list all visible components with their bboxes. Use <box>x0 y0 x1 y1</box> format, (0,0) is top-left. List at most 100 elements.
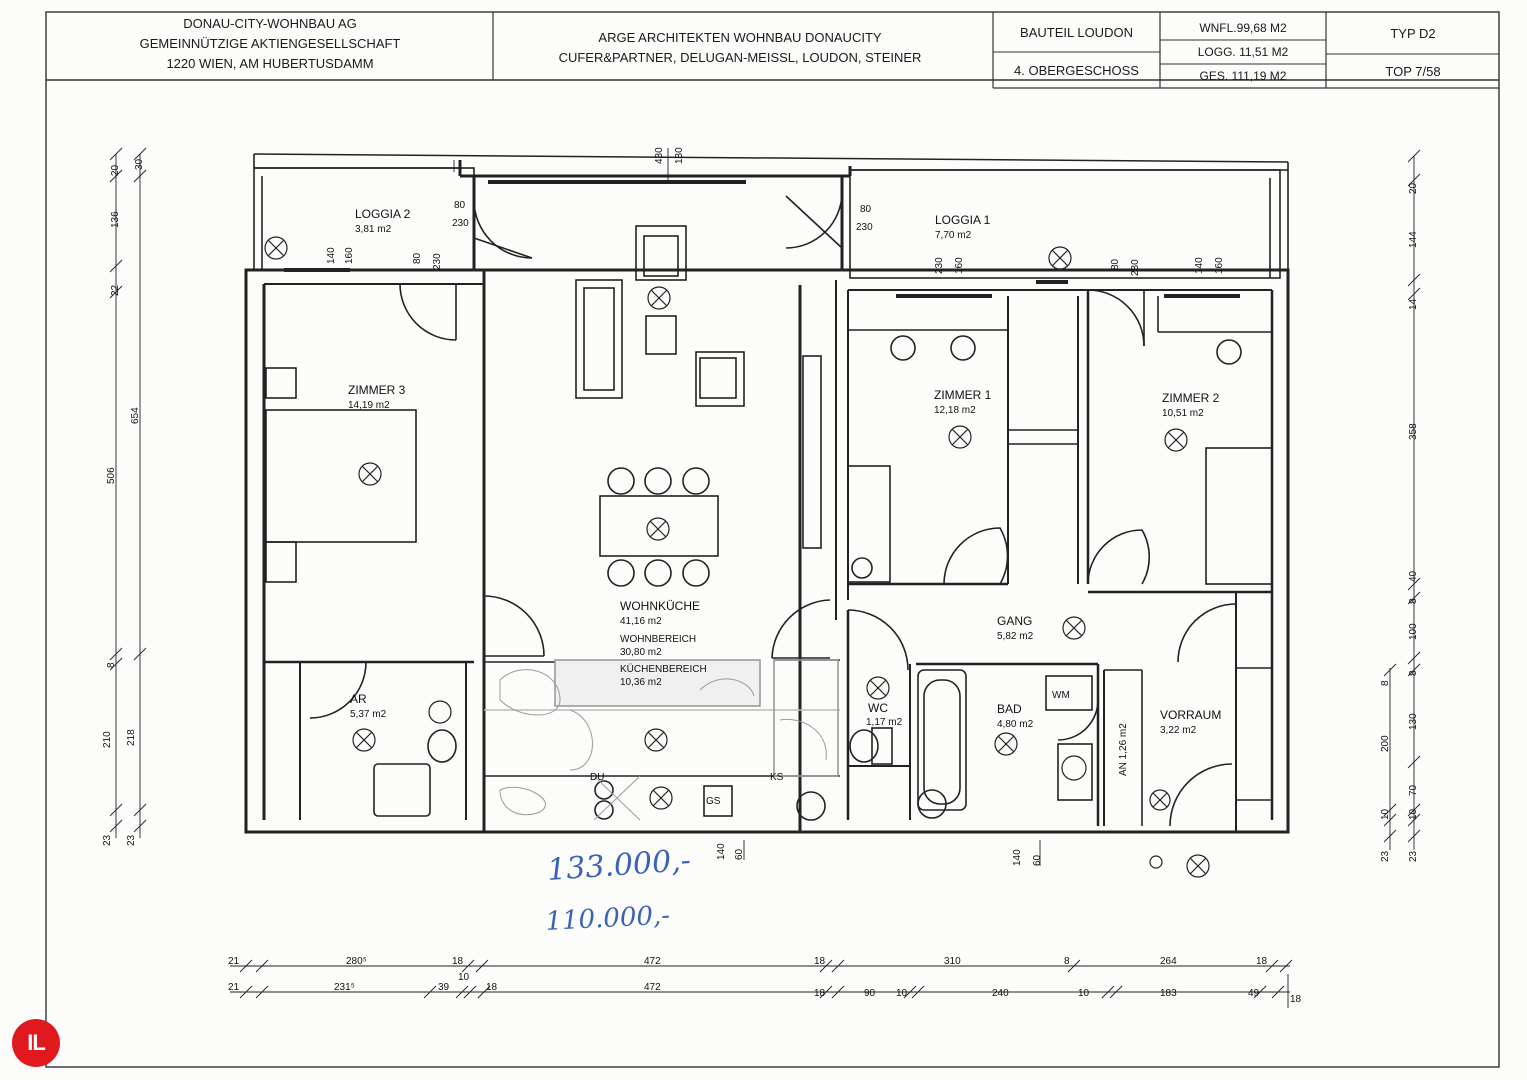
zimmer2-area: 10,51 m2 <box>1162 408 1204 419</box>
dim-b2-472: 472 <box>644 982 661 993</box>
an-label: AN 1,26 m2 <box>1118 723 1129 776</box>
dim-b2-183: 183 <box>1160 988 1177 999</box>
dim-right-8b: 8 <box>1408 670 1419 676</box>
dim-top-430: 430 <box>654 147 665 164</box>
dim-z2-160: 160 <box>1214 257 1225 274</box>
kuechenbereich-label: KÜCHENBEREICH <box>620 663 707 675</box>
total-area: GES. 111,19 M2 <box>1199 69 1287 83</box>
dim-right-100: 100 <box>1408 623 1419 640</box>
zimmer2-label: ZIMMER 2 <box>1162 391 1220 405</box>
dim-b2-49: 49 <box>1248 988 1260 999</box>
zimmer3-label: ZIMMER 3 <box>348 383 406 397</box>
dim-b2-18a: 18 <box>486 982 498 993</box>
dim-b2-231: 231⁵ <box>334 982 355 993</box>
dim-loggia1-230: 230 <box>856 222 873 233</box>
dim-right-inner-8: 8 <box>1380 680 1391 686</box>
handwritten-price-1: 133.000,- <box>546 843 692 888</box>
dim-left-506: 506 <box>106 467 117 484</box>
dim-b2-10b: 10 <box>896 988 908 999</box>
dim-b2-39: 39 <box>438 982 450 993</box>
dim-bottom-60a: 60 <box>734 848 745 860</box>
dim-right-inner-200: 200 <box>1380 735 1391 752</box>
dim-loggia2-230: 230 <box>452 218 469 229</box>
owner-line-1: DONAU-CITY-WOHNBAU AG <box>183 16 357 31</box>
living-area: WNFL.99,68 M2 <box>1199 21 1287 35</box>
dim-b2-240: 240 <box>992 988 1009 999</box>
dim-bottom-140b: 140 <box>1012 849 1023 866</box>
dim-b2-21: 21 <box>228 982 240 993</box>
floor-level: 4. OBERGESCHOSS <box>1014 63 1139 78</box>
loggia1-area: 7,70 m2 <box>935 230 972 241</box>
dim-b1-18b: 18 <box>814 956 826 967</box>
dim-b1-21: 21 <box>228 956 240 967</box>
kuechenbereich-area: 10,36 m2 <box>620 677 662 688</box>
dim-right-144: 144 <box>1408 231 1419 248</box>
dim-b2-90: 90 <box>864 988 876 999</box>
dim-loggia2-80: 80 <box>454 200 466 211</box>
dim-bottom-140a: 140 <box>716 843 727 860</box>
wohnbereich-area: 30,80 m2 <box>620 647 662 658</box>
dim-left-30: 30 <box>134 158 145 170</box>
wc-area: 1,17 m2 <box>866 717 903 728</box>
dim-b1-280: 280⁵ <box>346 956 367 967</box>
dim-left-8: 8 <box>106 662 117 668</box>
unit-number: TOP 7/58 <box>1385 64 1441 79</box>
dim-right-20: 20 <box>1408 182 1419 194</box>
loggia2-label: LOGGIA 2 <box>355 207 411 221</box>
dim-left-23b: 23 <box>126 834 137 846</box>
bad-label: BAD <box>997 702 1022 716</box>
wohnkueche-label: WOHNKÜCHE <box>620 599 700 613</box>
loggia-area: LOGG. 11,51 M2 <box>1197 45 1289 59</box>
architects-line-1: ARGE ARCHITEKTEN WOHNBAU DONAUCITY <box>598 30 882 45</box>
dim-right-8: 8 <box>1408 598 1419 604</box>
bad-area: 4,80 m2 <box>997 719 1034 730</box>
loggia2-area: 3,81 m2 <box>355 224 392 235</box>
zimmer3-area: 14,19 m2 <box>348 400 390 411</box>
ar-label: AR <box>350 692 367 706</box>
dim-b1-18c: 18 <box>1256 956 1268 967</box>
dim-g-230: 230 <box>1130 259 1141 276</box>
dim-z1-230: 230 <box>934 257 945 274</box>
owner-line-3: 1220 WIEN, AM HUBERTUSDAMM <box>166 56 374 71</box>
dim-z3-80: 80 <box>412 252 423 264</box>
wohnkueche-area: 41,16 m2 <box>620 616 662 627</box>
brand-logo: IL <box>12 1019 60 1067</box>
dim-b2-10c: 10 <box>1078 988 1090 999</box>
dim-b1-310: 310 <box>944 956 961 967</box>
dim-b1-472: 472 <box>644 956 661 967</box>
dim-right-130: 130 <box>1408 713 1419 730</box>
dim-left-22: 22 <box>110 284 121 296</box>
gang-area: 5,82 m2 <box>997 631 1034 642</box>
gang-label: GANG <box>997 614 1032 628</box>
dim-right-40: 40 <box>1408 570 1419 582</box>
dim-b2-18b: 18 <box>814 988 826 999</box>
dim-g-80: 80 <box>1110 258 1121 270</box>
dim-z2-140: 140 <box>1194 257 1205 274</box>
dim-b2-10a: 10 <box>458 972 470 983</box>
dim-right-inner-10: 10 <box>1380 808 1391 820</box>
dim-left-20: 20 <box>110 164 121 176</box>
dim-left-136: 136 <box>110 211 121 228</box>
dim-top-130: 130 <box>674 147 685 164</box>
building-part: BAUTEIL LOUDON <box>1020 25 1133 40</box>
dim-right-inner-23: 23 <box>1380 850 1391 862</box>
dim-right-10: 10 <box>1408 808 1419 820</box>
du-label: DU <box>590 772 604 783</box>
dim-loggia1-80: 80 <box>860 204 872 215</box>
dim-bottom-60b: 60 <box>1032 854 1043 866</box>
vorraum-area: 3,22 m2 <box>1160 725 1197 736</box>
dim-z3-160: 160 <box>344 247 355 264</box>
dim-b1-264: 264 <box>1160 956 1177 967</box>
architects-line-2: CUFER&PARTNER, DELUGAN-MEISSL, LOUDON, S… <box>558 50 922 65</box>
loggia1-label: LOGGIA 1 <box>935 213 991 227</box>
dim-b1-18a: 18 <box>452 956 464 967</box>
dim-right-23: 23 <box>1408 850 1419 862</box>
dim-b1-8: 8 <box>1064 956 1070 967</box>
zimmer1-area: 12,18 m2 <box>934 405 976 416</box>
dim-right-358: 358 <box>1408 423 1419 440</box>
unit-type: TYP D2 <box>1390 26 1436 41</box>
ks-label: KS <box>770 772 784 783</box>
ar-area: 5,37 m2 <box>350 709 387 720</box>
